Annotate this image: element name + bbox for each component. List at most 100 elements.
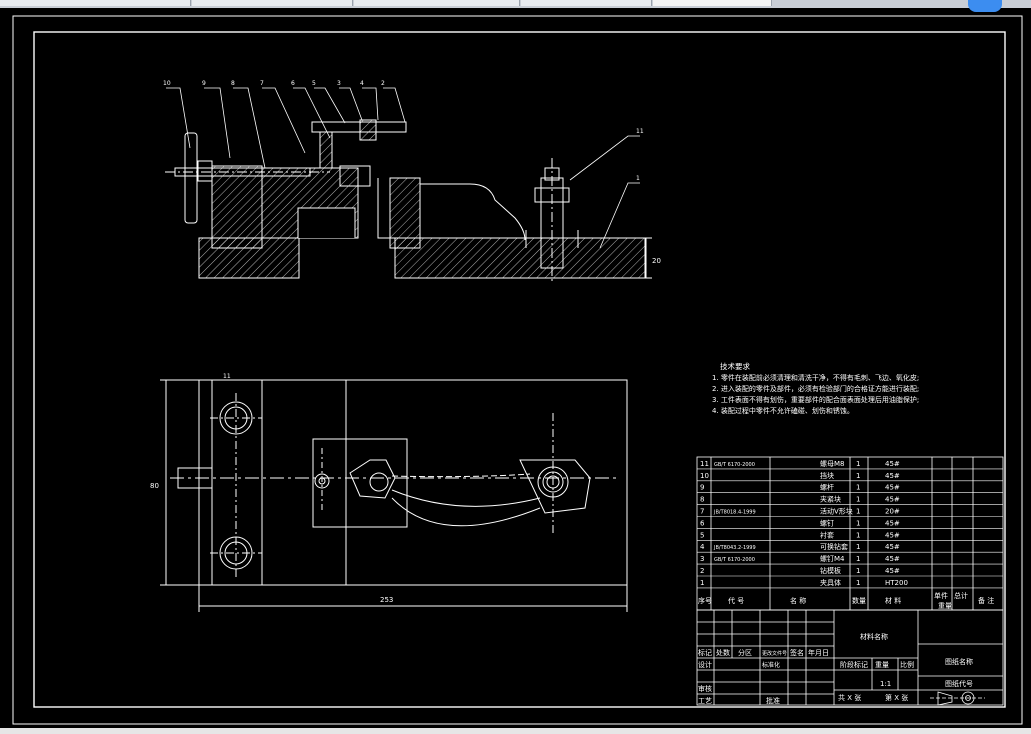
table-cell: 1 [856, 519, 860, 527]
table-cell: 45# [885, 567, 900, 575]
table-cell: 活动V形块 [820, 507, 853, 516]
top-base-outline [198, 379, 628, 586]
top-drill-plate [312, 438, 408, 528]
table-cell: 1 [856, 555, 860, 563]
table-cell: 45# [885, 496, 900, 504]
callout-9: 9 [202, 80, 206, 87]
table-cell: 螺钉M4 [820, 554, 845, 563]
row-label-count: 处数 [716, 648, 730, 657]
header-remark: 备 注 [978, 596, 994, 605]
standardize-label: 标准化 [762, 661, 780, 669]
row-label-zone: 分区 [738, 648, 752, 657]
tech-title: 技术要求 [720, 361, 750, 371]
toolbar-segment[interactable] [521, 0, 652, 6]
callout-leaders [166, 87, 640, 249]
workpiece-end [349, 459, 396, 499]
parts-header: 序号 代 号 名 称 数量 材 料 单件 总计 重量 备 注 [698, 591, 994, 610]
top-clamp-column [211, 379, 263, 586]
table-cell: 螺杆 [820, 483, 834, 492]
callout-1: 1 [636, 175, 640, 182]
table-cell: 挡块 [820, 471, 834, 480]
table-cell: GB/T 6170-2000 [714, 462, 755, 468]
drill-plate [311, 121, 407, 133]
scale-value: 1:1 [880, 680, 891, 688]
table-cell: 可换钻套 [820, 542, 848, 551]
table-cell: HT200 [885, 579, 908, 587]
workpiece-head [519, 459, 591, 514]
dim-width: 80 [150, 482, 159, 490]
notification-badge[interactable] [968, 0, 1002, 12]
table-cell: 45# [885, 460, 900, 468]
drill-sleeve [319, 131, 333, 169]
row-label-mark: 标记 [698, 648, 712, 657]
table-cell: 1 [856, 472, 860, 480]
tech-item-1: 1. 零件在装配前必须清理和清洗干净，不得有毛刺、飞边、氧化皮; [712, 373, 919, 382]
table-cell: 45# [885, 484, 900, 492]
callout-7: 7 [260, 80, 264, 87]
table-cell: 螺钉 [820, 518, 834, 527]
table-cell: 1 [856, 579, 860, 587]
command-line-strip[interactable] [0, 728, 1031, 734]
callout-10: 10 [163, 80, 171, 87]
table-cell: 1 [856, 508, 860, 516]
callout-8: 8 [231, 80, 235, 87]
bolt-hole-upper [219, 401, 253, 435]
table-cell: 45# [885, 519, 900, 527]
base-right-section [394, 237, 646, 279]
toolbar-segment[interactable] [0, 0, 191, 6]
callout-2: 2 [381, 80, 385, 87]
approve-label: 批准 [766, 696, 780, 705]
table-cell: 2 [700, 567, 704, 575]
clamp-column [211, 165, 263, 249]
table-cell: 45# [885, 472, 900, 480]
toolbar-segment[interactable] [192, 0, 353, 6]
callout-5: 5 [312, 80, 316, 87]
tech-requirements: 技术要求 1. 零件在装配前必须清理和清洗干净，不得有毛刺、飞边、氧化皮; 2.… [712, 361, 919, 415]
table-cell: 45# [885, 543, 900, 551]
table-cell: 45# [885, 531, 900, 539]
review-label: 审核 [698, 684, 712, 693]
table-cell: 1 [856, 543, 860, 551]
table-cell: 1 [856, 567, 860, 575]
table-cell: 1 [700, 579, 704, 587]
table-cell: 7 [700, 508, 704, 516]
callout-3: 3 [337, 80, 341, 87]
header-qty: 数量 [852, 596, 866, 605]
inner-frame [33, 31, 1006, 708]
table-cell: JB/T8018.4-1999 [713, 510, 756, 516]
table-cell: 10 [700, 472, 709, 480]
title-block-text: 材料名称 图纸名称 图纸代号 1:1 阶段标记 重量 比例 共 X 张 第 X … [698, 632, 973, 705]
dim-height: 20 [652, 257, 661, 265]
body-riser [389, 177, 421, 249]
table-cell: 45# [885, 555, 900, 563]
table-cell: JB/T8043.2-1999 [713, 545, 756, 551]
header-code: 代 号 [728, 596, 744, 605]
bushing [359, 119, 377, 141]
weight-label: 重量 [875, 661, 889, 669]
callout-6: 6 [291, 80, 295, 87]
projection-symbol [930, 691, 985, 706]
callout-11: 11 [636, 128, 644, 135]
header-total-weight: 总计 [954, 591, 968, 600]
row-label-date: 年月日 [808, 648, 829, 657]
table-cell: 衬套 [820, 530, 834, 539]
dim-length: 253 [380, 596, 393, 604]
table-cell: 夹紧块 [820, 495, 841, 504]
toolbar-segment[interactable] [653, 0, 772, 6]
outer-frame [12, 15, 1023, 725]
header-material: 材 料 [885, 596, 901, 605]
row-label-sign: 签名 [790, 648, 804, 657]
toolbar-strip [0, 0, 1031, 8]
callout-4: 4 [360, 80, 364, 87]
table-cell: 20# [885, 508, 900, 516]
top-view: 80 253 11 [150, 373, 628, 612]
toolbar-segment[interactable] [354, 0, 520, 6]
drawing-code: 图纸代号 [945, 679, 973, 688]
table-cell: 4 [700, 543, 705, 551]
title-block [696, 609, 1004, 706]
stage-label: 阶段标记 [840, 660, 868, 669]
row-label-change-doc: 更改文件号 [762, 650, 787, 657]
